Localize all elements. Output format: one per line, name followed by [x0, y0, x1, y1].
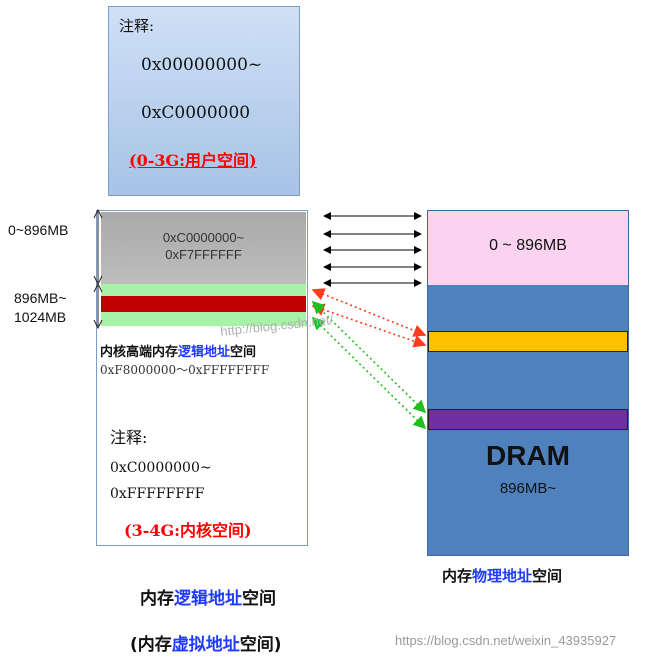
dram-mapped-page-purple: [428, 409, 628, 430]
size-label-0-896mb: 0~896MB: [8, 222, 69, 238]
dram-size: 896MB~: [499, 480, 557, 497]
physical-address-caption: 内存物理地址空间: [442, 565, 562, 586]
logical-caption-suffix: 空间: [242, 589, 276, 609]
user-space-address-end: 0xC0000000: [141, 103, 251, 123]
kernel-high-memory-band-upper: [101, 284, 306, 296]
logical-caption-prefix: 内存: [140, 589, 174, 609]
kernel-high-memory-band-lower: [101, 312, 306, 326]
dram-title: DRAM: [486, 440, 570, 471]
high-memory-label: 内核高端内存逻辑地址空间: [100, 341, 256, 360]
size-label-1024mb: 1024MB: [14, 309, 67, 325]
user-space-note-title: 注释:: [119, 17, 155, 35]
dram-low-region-label: 0 ~ 896MB: [489, 237, 567, 254]
high-memory-mapping-arrows-green: [311, 300, 427, 430]
logical-caption-highlight: 逻辑地址: [174, 589, 242, 609]
kernel-space-label: (3-4G:内核空间): [124, 521, 252, 540]
kernel-address-start: 0xC0000000~: [110, 460, 212, 476]
kernel-note-title: 注释:: [110, 428, 148, 447]
kernel-low-address-start: 0xC0000000~: [162, 230, 245, 245]
virtual-caption-highlight: 虚拟地址: [171, 635, 240, 655]
user-space-label: (0-3G:用户空间): [129, 151, 257, 170]
user-space-address-start: 0x00000000~: [141, 55, 263, 75]
size-bracket-high: [93, 282, 103, 330]
user-space-box: 注释: 0x00000000~ 0xC0000000 (0-3G:用户空间): [108, 6, 300, 196]
physical-caption-suffix: 空间: [532, 567, 563, 585]
virtual-address-caption: (内存虚拟地址空间): [130, 630, 282, 655]
physical-caption-highlight: 物理地址: [472, 567, 533, 585]
dram-mapped-page-yellow: [428, 331, 628, 352]
high-memory-label-prefix: 内核高端内存: [100, 345, 179, 360]
watermark-bottom: https://blog.csdn.net/weixin_43935927: [395, 633, 617, 648]
kernel-address-end: 0xFFFFFFFF: [110, 486, 205, 502]
physical-caption-prefix: 内存: [442, 567, 473, 585]
size-bracket-low: [93, 208, 103, 286]
virtual-caption-prefix: (内存: [130, 635, 172, 655]
kernel-high-memory-mapped-band: [101, 296, 306, 312]
high-memory-label-highlight: 逻辑地址: [178, 345, 231, 360]
kernel-low-address-end: 0xF7FFFFFF: [165, 247, 242, 262]
logical-address-caption: 内存逻辑地址空间: [140, 584, 276, 609]
kernel-low-memory-region: 0xC0000000~ 0xF7FFFFFF: [101, 212, 306, 284]
size-label-896mb: 896MB~: [14, 290, 67, 306]
high-memory-label-suffix: 空间: [230, 345, 257, 360]
virtual-caption-suffix: 空间): [239, 635, 282, 655]
high-memory-range: 0xF8000000～0xFFFFFFFF: [100, 363, 270, 377]
linear-mapping-arrows: [323, 212, 422, 287]
dram-low-region: 0 ~ 896MB: [428, 211, 628, 285]
